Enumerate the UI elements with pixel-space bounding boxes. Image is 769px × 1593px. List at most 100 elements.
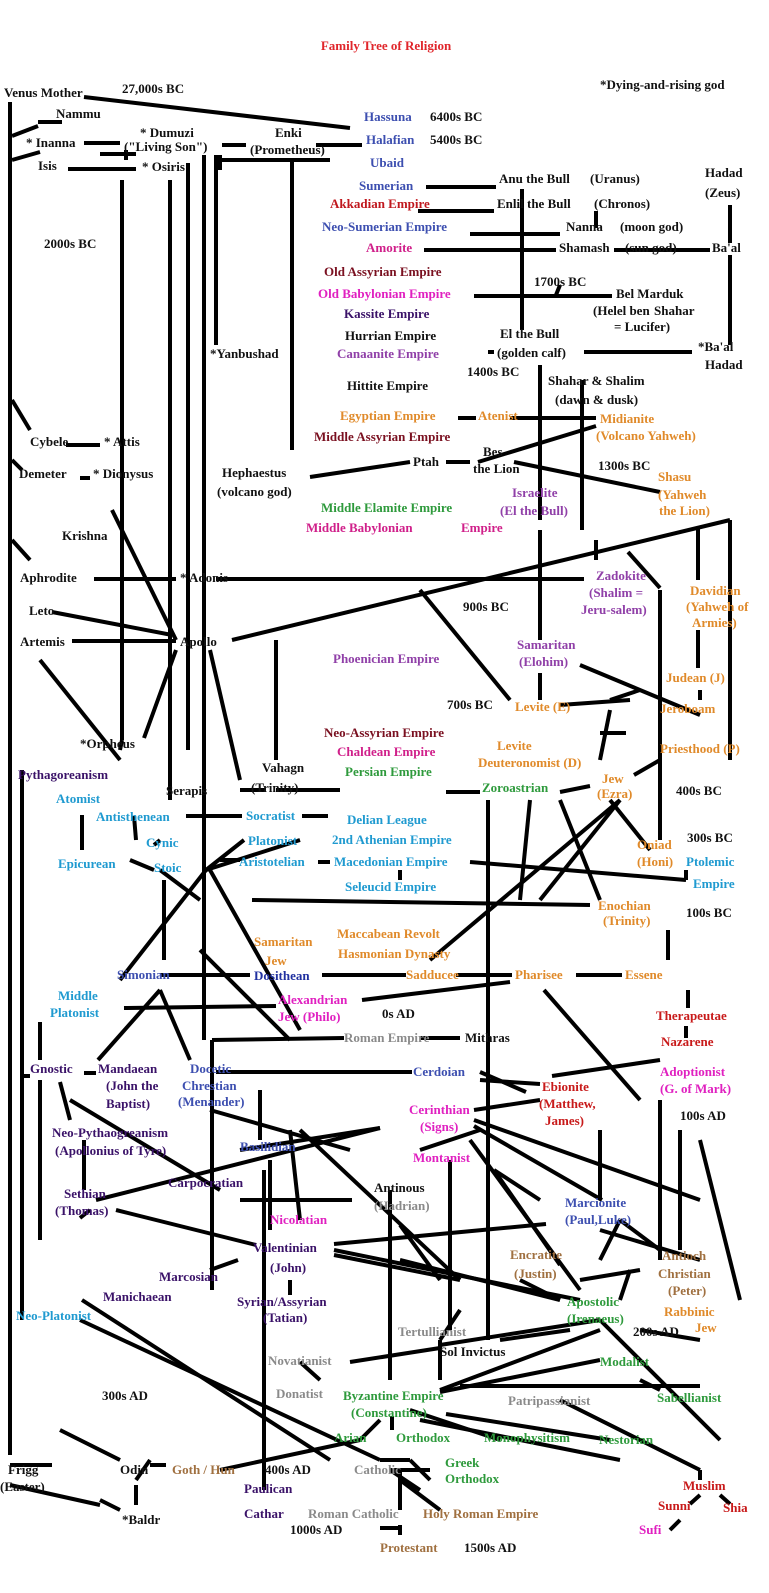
tree-node-label: 700s BC	[447, 697, 493, 712]
tree-node-label: Roman Catholic	[308, 1506, 399, 1521]
connector-line	[428, 798, 622, 962]
tree-node-label: Shasu	[658, 469, 691, 484]
tree-node-label: Jew (Philo)	[278, 1009, 340, 1024]
tree-node-label: Mandaean	[98, 1061, 158, 1076]
tree-node-label: Montanist	[413, 1150, 471, 1165]
tree-node-label: (Honi)	[637, 854, 673, 869]
tree-node-label: Zoroastrian	[482, 780, 549, 795]
tree-node-label: * Dionysus	[93, 466, 153, 481]
tree-node-label: Cynic	[146, 835, 179, 850]
connector-line	[10, 458, 24, 472]
tree-node-label: Levite (E)	[515, 699, 570, 714]
tree-node-label: (Peter)	[668, 1283, 706, 1298]
tree-node-label: Therapeutae	[656, 1008, 727, 1023]
connector-line	[298, 1360, 322, 1382]
tree-node-label: Shamash	[559, 240, 610, 255]
connector-line	[110, 509, 178, 641]
tree-node-label: (volcano god)	[217, 484, 292, 499]
tree-node-label: Atomist	[56, 791, 101, 806]
tree-node-label: (Tatian)	[263, 1310, 307, 1325]
tree-node-label: Paulican	[244, 1481, 293, 1496]
tree-node-label: Tertullianist	[398, 1324, 467, 1339]
tree-node-label: Nicolatian	[270, 1212, 328, 1227]
tree-node-label: James)	[545, 1113, 584, 1128]
tree-node-label: Serapis	[166, 783, 207, 798]
tree-node-label: (Trinity)	[251, 780, 298, 795]
connector-line	[477, 424, 597, 464]
tree-node-label: Macedonian Empire	[334, 854, 448, 869]
tree-node-label: (Elohim)	[519, 654, 568, 669]
tree-node-label: Oniad	[637, 837, 672, 852]
connector-line	[118, 739, 124, 751]
connector-line	[419, 1418, 621, 1462]
tree-node-label: Shia	[723, 1500, 748, 1515]
tree-node-label: Apostolic	[567, 1294, 619, 1309]
tree-node-label: Hittite Empire	[347, 378, 428, 393]
tree-node-label: Antisthenean	[96, 809, 170, 824]
tree-node-label: Essene	[625, 967, 663, 982]
tree-node-label: Christian	[658, 1266, 712, 1281]
tree-node-label: (G. of Mark)	[660, 1081, 731, 1096]
tree-node-label: *Yanbushad	[210, 346, 279, 361]
tree-node-label: Simonian	[117, 967, 171, 982]
connector-line	[519, 1278, 561, 1302]
tree-node-label: 1500s AD	[464, 1540, 516, 1555]
tree-node-label: Rabbinic	[664, 1304, 715, 1319]
connector-line	[158, 868, 202, 902]
connector-line	[333, 1222, 547, 1246]
tree-node-label: (Prometheus)	[250, 142, 325, 157]
tree-node-label: Neo-Assyrian Empire	[324, 725, 444, 740]
tree-node-label: (Helel ben	[593, 303, 650, 318]
tree-node-label: Sethian	[64, 1186, 107, 1201]
tree-node-label: Orthodox	[396, 1430, 451, 1445]
tree-node-label: Gnostic	[30, 1061, 73, 1076]
connector-line	[9, 1483, 101, 1507]
tree-node-label: (Apollonius of Tyre)	[55, 1143, 166, 1158]
tree-node-label: Manichaean	[103, 1289, 172, 1304]
tree-node-label: 0s AD	[382, 1006, 415, 1021]
connector-line	[438, 1308, 462, 1342]
connector-line	[134, 1458, 152, 1482]
tree-node-label: 27,000s BC	[122, 81, 184, 96]
tree-node-label: (Shalim =	[589, 585, 643, 600]
tree-node-label: (Constantine)	[351, 1405, 427, 1420]
tree-node-label: (Yahweh	[658, 487, 707, 502]
tree-node-label: Venus Mother	[4, 85, 83, 100]
connector-line	[129, 858, 155, 872]
tree-node-label: 2000s BC	[44, 236, 96, 251]
connector-line	[358, 1418, 382, 1442]
connector-line	[668, 1518, 682, 1532]
connector-line	[59, 1428, 121, 1462]
connector-line	[58, 1081, 72, 1121]
tree-node-label: Enki	[275, 125, 302, 140]
connector-line	[38, 658, 122, 762]
tree-node-label: Nazarene	[661, 1034, 714, 1049]
tree-node-label: Chrestian	[182, 1078, 237, 1093]
tree-node-label: Stoic	[154, 860, 182, 875]
tree-node-label: Krishna	[62, 528, 108, 543]
tree-node-label: Platonist	[50, 1005, 100, 1020]
connector-line	[361, 980, 511, 1002]
tree-node-label: Phoenician Empire	[333, 651, 440, 666]
tree-node-label: Neo-Platonist	[16, 1308, 92, 1323]
tree-node-label: (Hadrian)	[374, 1198, 430, 1213]
tree-node-label: Modalist	[600, 1354, 650, 1369]
tree-node-label: Vahagn	[262, 760, 305, 775]
tree-node-label: 1700s BC	[534, 274, 586, 289]
tree-node-label: 400s AD	[265, 1462, 311, 1477]
tree-node-label: Apollo	[180, 634, 217, 649]
connector-line	[598, 1219, 622, 1261]
tree-node-label: *Ba'al	[698, 339, 734, 354]
tree-node-label: Artemis	[20, 634, 65, 649]
connector-line	[513, 460, 661, 494]
tree-node-label: Leto	[29, 603, 54, 618]
connector-line	[205, 838, 301, 872]
tree-node-label: Anu the Bull	[499, 171, 570, 186]
tree-node-label: Aphrodite	[20, 570, 77, 585]
tree-node-label: Epicurean	[58, 856, 116, 871]
connector-line	[418, 588, 512, 702]
connector-line	[10, 398, 32, 432]
tree-node-label: (golden calf)	[497, 345, 566, 360]
tree-node-label: 1400s BC	[467, 364, 519, 379]
tree-node-label: Antioch	[662, 1248, 707, 1263]
